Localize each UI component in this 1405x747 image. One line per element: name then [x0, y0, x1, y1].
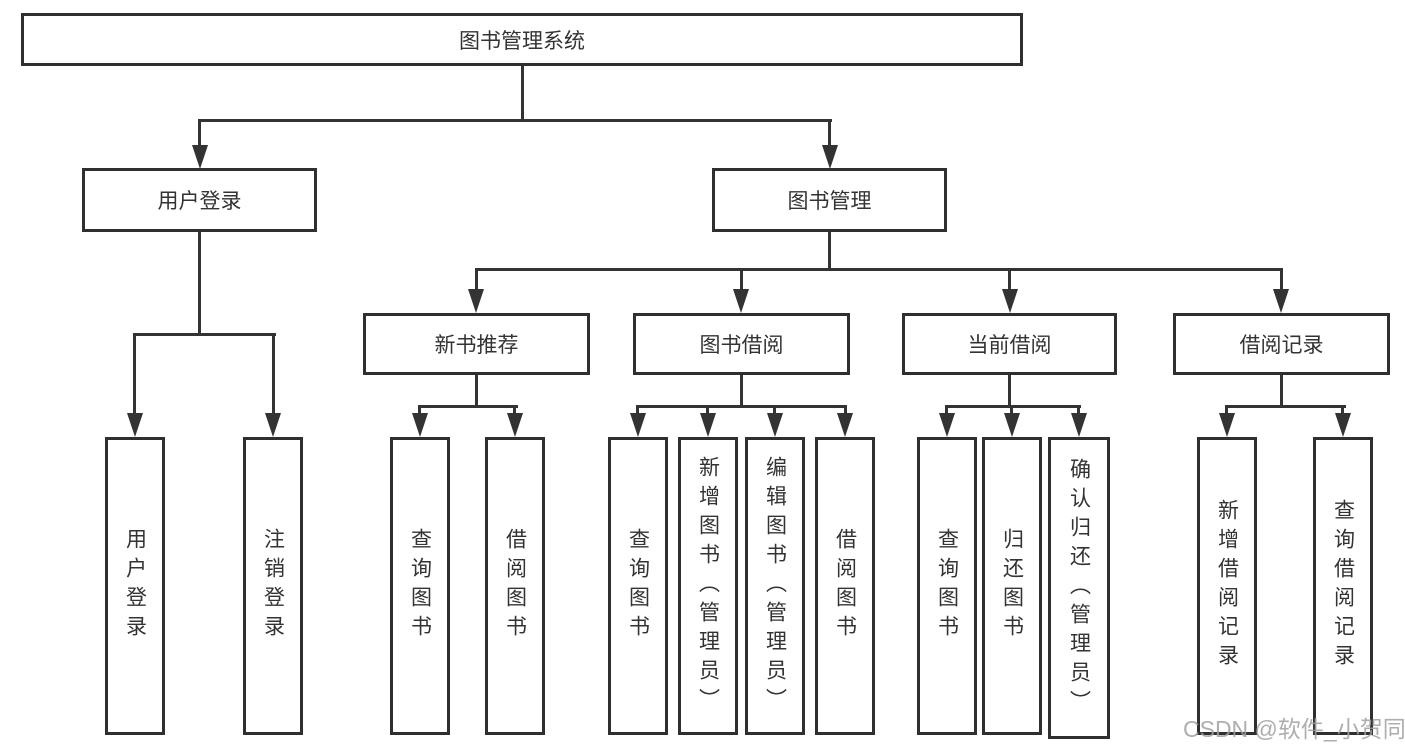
- connector-line: [475, 375, 478, 408]
- connector-line: [1008, 268, 1011, 293]
- arrow-down-icon: [630, 413, 646, 437]
- node-edit-book-admin: 编辑图书（管理员）: [745, 437, 805, 735]
- node-label: 归还图书: [1000, 528, 1024, 644]
- connector-line: [706, 405, 709, 417]
- connector-line: [773, 405, 776, 417]
- node-book-borrowing: 图书借阅: [633, 313, 850, 375]
- arrow-down-icon: [1273, 289, 1289, 313]
- connector-line: [418, 405, 421, 417]
- connector-line: [1280, 268, 1283, 293]
- node-book-management: 图书管理: [712, 168, 947, 232]
- connector-line: [418, 405, 518, 408]
- node-label: 借阅图书: [503, 528, 527, 644]
- node-query-borrow-record: 查询借阅记录: [1313, 437, 1373, 735]
- arrow-down-icon: [265, 413, 281, 437]
- connector-line: [740, 375, 743, 408]
- arrow-down-icon: [192, 145, 208, 169]
- connector-line: [475, 268, 478, 293]
- node-label: 查询图书: [935, 528, 959, 644]
- connector-line: [1341, 405, 1344, 417]
- node-new-book-recommend: 新书推荐: [363, 313, 590, 375]
- arrow-down-icon: [1004, 413, 1020, 437]
- connector-line: [1225, 405, 1228, 417]
- node-label: 编辑图书（管理员）: [763, 455, 787, 717]
- node-label: 图书管理系统: [459, 29, 585, 53]
- connector-line: [513, 405, 516, 417]
- node-library-system: 图书管理系统: [21, 13, 1023, 66]
- node-query-books-1: 查询图书: [390, 437, 450, 735]
- node-return-book: 归还图书: [982, 437, 1042, 735]
- node-user-login-leaf: 用户登录: [105, 437, 165, 735]
- arrow-down-icon: [767, 413, 783, 437]
- connector-line: [1225, 405, 1346, 408]
- node-label: 新增图书（管理员）: [696, 455, 720, 717]
- node-borrow-books-1: 借阅图书: [485, 437, 545, 735]
- node-current-borrowing: 当前借阅: [902, 313, 1117, 375]
- node-label: 图书借阅: [699, 334, 784, 357]
- node-label: 新书推荐: [434, 334, 519, 357]
- connector-line: [945, 405, 1081, 408]
- arrow-down-icon: [733, 289, 749, 313]
- arrow-down-icon: [700, 413, 716, 437]
- node-query-books-2: 查询图书: [608, 437, 668, 735]
- arrow-down-icon: [127, 413, 143, 437]
- connector-line: [133, 333, 136, 415]
- connector-line: [828, 119, 831, 148]
- node-confirm-return-admin: 确认归还（管理员）: [1048, 437, 1110, 739]
- node-borrow-books-2: 借阅图书: [815, 437, 875, 735]
- connector-line: [272, 333, 275, 415]
- node-label: 新增借阅记录: [1215, 499, 1239, 673]
- node-label: 用户登录: [123, 528, 147, 644]
- arrow-down-icon: [1219, 413, 1235, 437]
- connector-line: [1280, 375, 1283, 408]
- node-label: 借阅图书: [833, 528, 857, 644]
- node-label: 当前借阅: [967, 334, 1052, 357]
- node-label: 确认归还（管理员）: [1067, 457, 1091, 719]
- arrow-down-icon: [822, 145, 838, 169]
- node-label: 查询图书: [408, 528, 432, 644]
- connector-line: [740, 268, 743, 293]
- arrow-down-icon: [412, 413, 428, 437]
- node-label: 图书管理: [787, 190, 872, 213]
- node-query-books-3: 查询图书: [917, 437, 977, 735]
- connector-line: [198, 232, 201, 336]
- arrow-down-icon: [1071, 413, 1087, 437]
- connector-line: [1010, 405, 1013, 417]
- node-label: 用户登录: [157, 190, 242, 213]
- connector-line: [636, 405, 847, 408]
- node-user-login: 用户登录: [82, 168, 317, 232]
- arrow-down-icon: [939, 413, 955, 437]
- connector-line: [475, 268, 1283, 271]
- arrow-down-icon: [468, 289, 484, 313]
- node-add-book-admin: 新增图书（管理员）: [678, 437, 738, 735]
- connector-line: [198, 119, 201, 148]
- node-label: 查询图书: [626, 528, 650, 644]
- connector-line: [133, 333, 276, 336]
- node-add-borrow-record: 新增借阅记录: [1197, 437, 1257, 735]
- connector-line: [945, 405, 948, 417]
- connector-line: [636, 405, 639, 417]
- node-label: 注销登录: [261, 528, 285, 644]
- connector-line: [844, 405, 847, 417]
- node-label: 查询借阅记录: [1331, 499, 1355, 673]
- connector-line: [1008, 375, 1011, 408]
- arrow-down-icon: [1002, 289, 1018, 313]
- connector-line: [828, 232, 831, 271]
- connector-line: [521, 66, 524, 120]
- node-logout: 注销登录: [243, 437, 303, 735]
- arrow-down-icon: [837, 413, 853, 437]
- node-label: 借阅记录: [1239, 334, 1324, 357]
- connector-line: [1077, 405, 1080, 417]
- arrow-down-icon: [507, 413, 523, 437]
- arrow-down-icon: [1335, 413, 1351, 437]
- node-borrow-records: 借阅记录: [1173, 313, 1390, 375]
- connector-line: [198, 119, 832, 122]
- csdn-watermark: CSDN @软件_小贺同学: [1183, 716, 1405, 742]
